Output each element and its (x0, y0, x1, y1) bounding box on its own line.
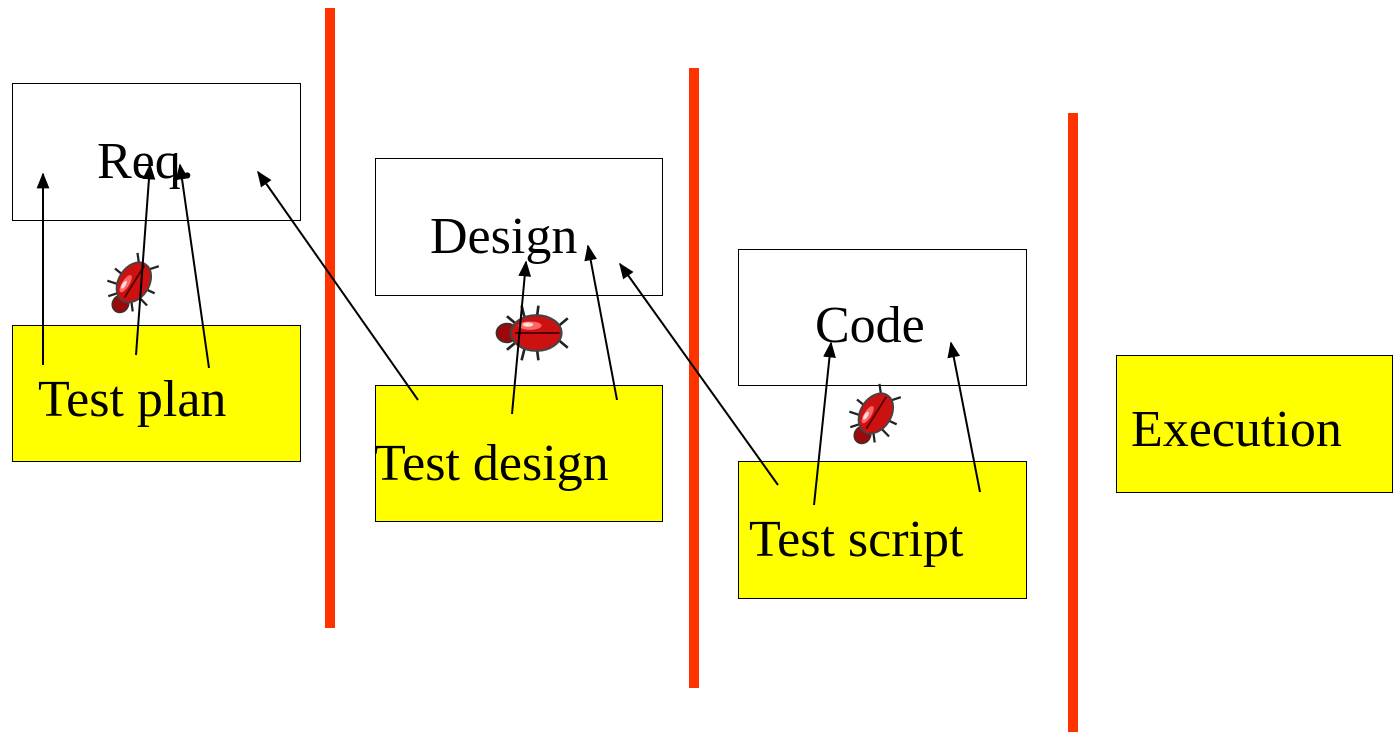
bug-icon (836, 376, 912, 456)
phase-divider-2 (689, 68, 699, 688)
code-label: Code (815, 297, 925, 354)
requirements-label: Req. (97, 133, 194, 190)
test-design-label: Test design (374, 435, 609, 492)
test-script-box: Test script (738, 461, 1027, 599)
bug-icon (94, 245, 170, 325)
bug-icon (495, 304, 570, 362)
execution-label: Execution (1131, 401, 1342, 458)
phase-divider-1 (325, 8, 335, 628)
test-design-box: Test design (374, 385, 663, 522)
execution-box: Execution (1116, 355, 1393, 493)
test-script-label: Test script (749, 511, 964, 568)
phase-divider-3 (1068, 113, 1078, 732)
design-label: Design (430, 208, 578, 265)
requirements-box: Req. (12, 83, 301, 221)
test-plan-box: Test plan (12, 325, 301, 462)
design-box: Design (375, 158, 663, 296)
test-plan-label: Test plan (38, 371, 227, 428)
code-box: Code (738, 249, 1027, 386)
